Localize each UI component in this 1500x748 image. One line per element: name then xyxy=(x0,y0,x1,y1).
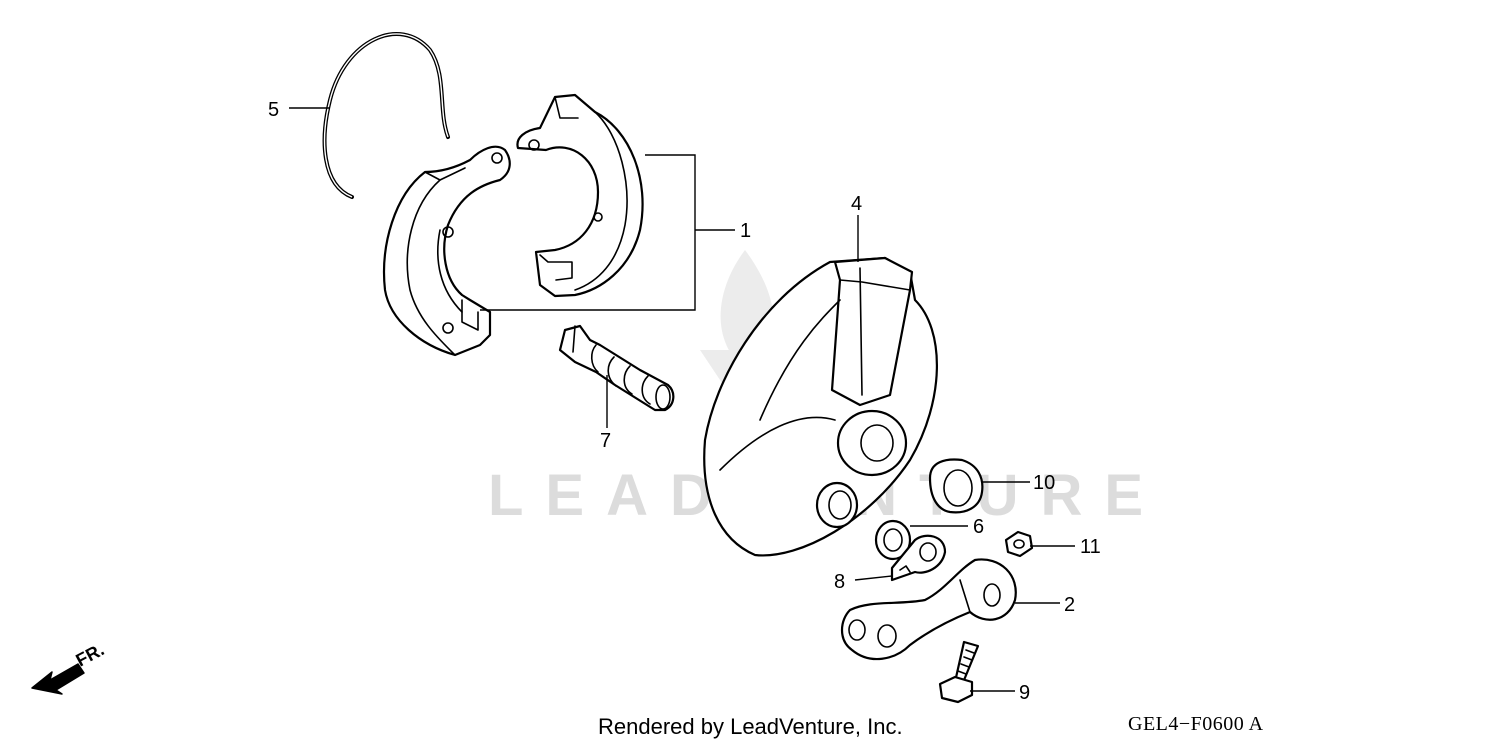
brake-shoe-icon[interactable] xyxy=(516,93,644,298)
nut-icon[interactable] xyxy=(1004,530,1034,558)
bolt-icon[interactable] xyxy=(938,640,980,704)
callouts: 5 1 4 7 10 6 11 8 2 9 xyxy=(268,99,1101,704)
leader-lines xyxy=(289,107,1075,692)
arm-icon[interactable] xyxy=(840,558,1017,661)
callout-1[interactable]: 1 xyxy=(740,220,751,242)
callout-4[interactable]: 4 xyxy=(851,193,862,215)
footer-credit: Rendered by LeadVenture, Inc. xyxy=(598,714,903,739)
callout-7[interactable]: 7 xyxy=(600,430,611,452)
diagram-code: GEL4−F0600 A xyxy=(1128,713,1264,735)
washer-icon[interactable] xyxy=(874,519,912,561)
callout-2[interactable]: 2 xyxy=(1064,594,1075,616)
callout-8[interactable]: 8 xyxy=(834,571,845,593)
seal-icon[interactable] xyxy=(928,458,984,514)
callout-9[interactable]: 9 xyxy=(1019,682,1030,704)
brake-panel-icon[interactable] xyxy=(703,256,938,557)
callout-5[interactable]: 5 xyxy=(268,99,279,121)
spring-icon[interactable] xyxy=(322,32,450,199)
callout-6[interactable]: 6 xyxy=(973,516,984,538)
callout-11[interactable]: 11 xyxy=(1080,536,1101,558)
cam-shaft-icon[interactable] xyxy=(558,324,675,412)
front-direction-indicator: FR. xyxy=(31,639,107,695)
indicator-plate-icon[interactable] xyxy=(890,534,947,582)
callout-10[interactable]: 10 xyxy=(1033,472,1055,494)
arrow-icon xyxy=(31,663,85,695)
brake-shoe-icon[interactable] xyxy=(383,145,511,357)
